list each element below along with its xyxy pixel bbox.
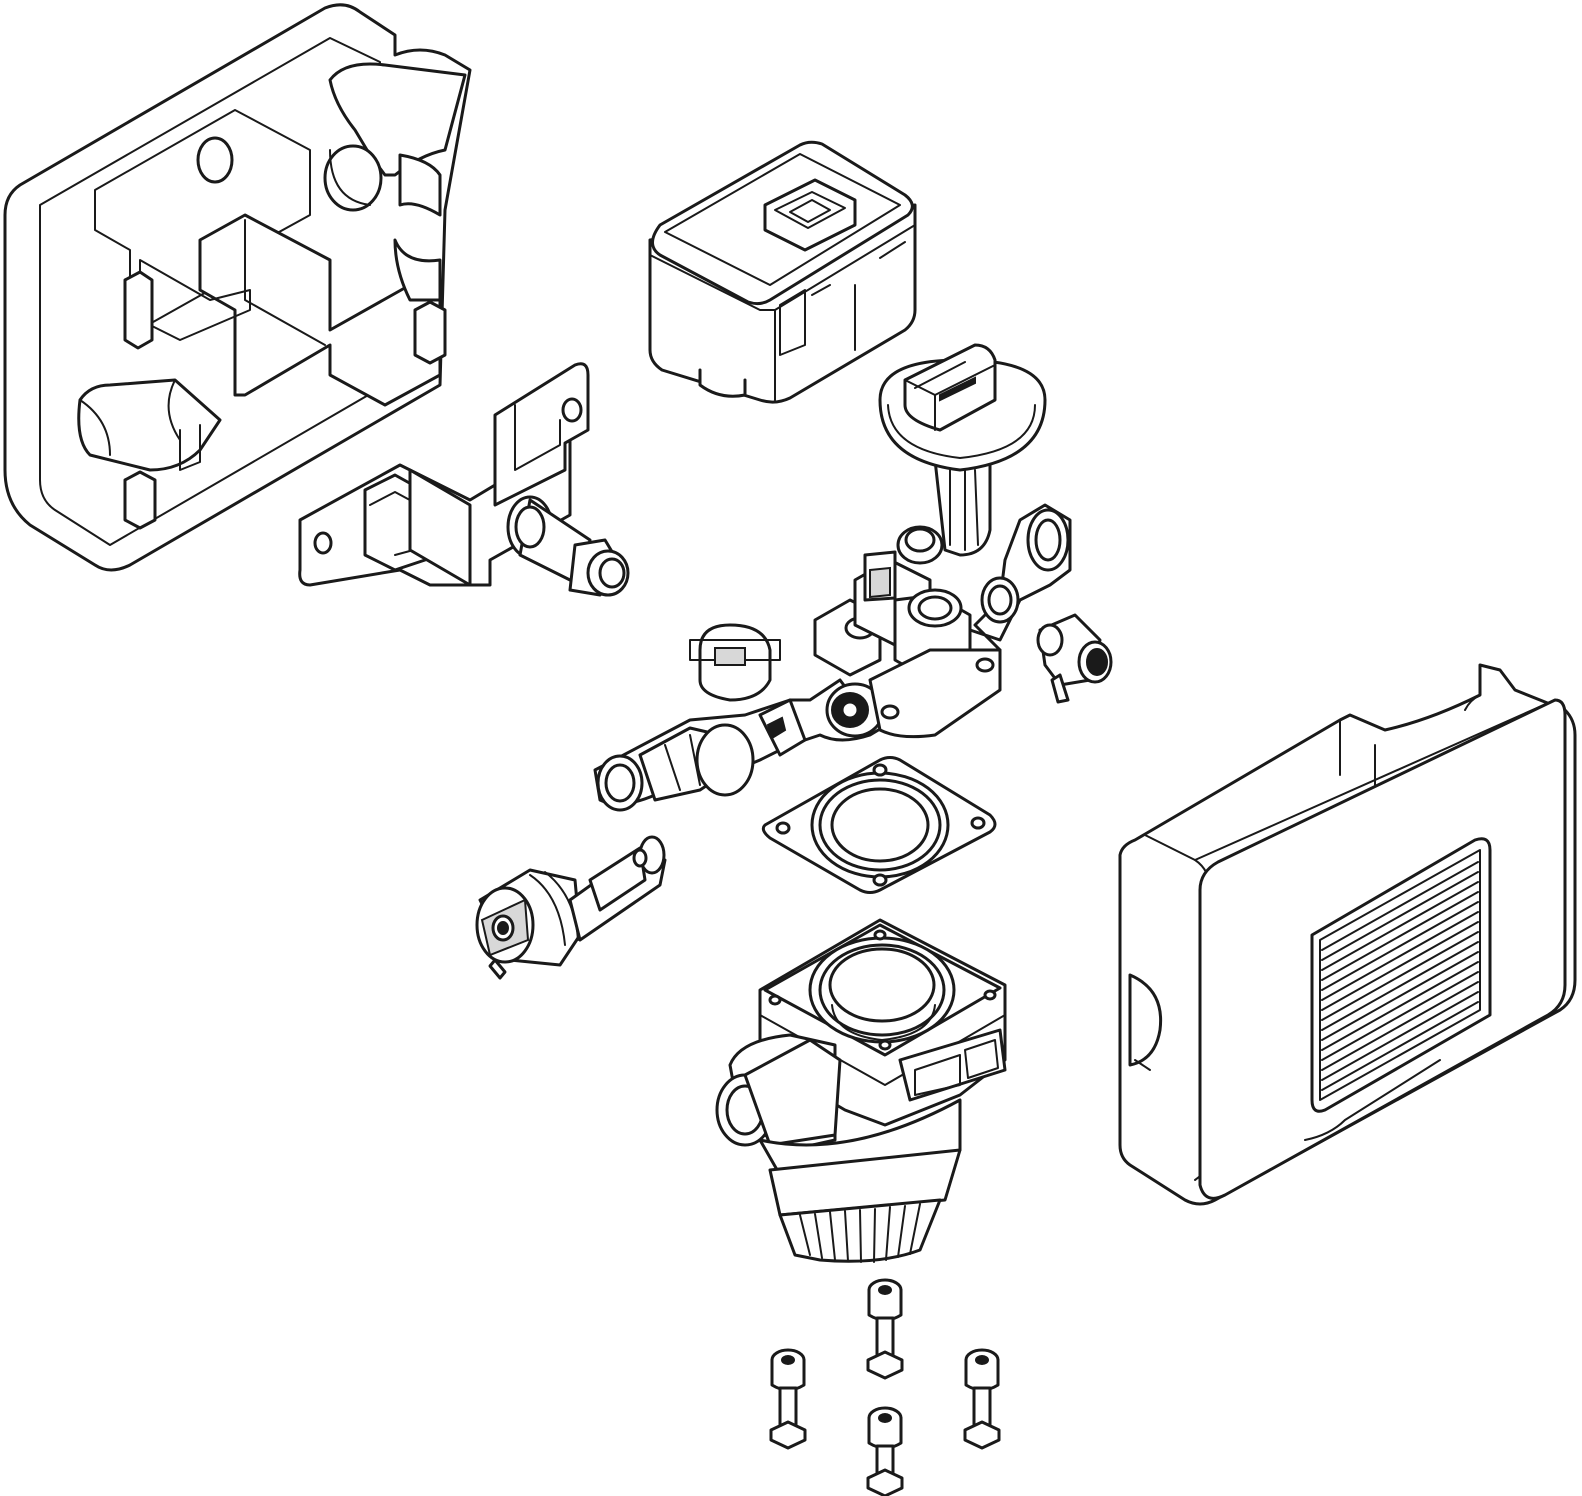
controller-box [648, 140, 917, 404]
cover-vent-slots [1321, 861, 1479, 1091]
bolt-right [963, 1348, 1001, 1450]
bypass-adapter [715, 918, 1007, 1263]
injector-cartridge [475, 835, 667, 980]
bolts [769, 1278, 1001, 1496]
elbow-fitting [1036, 613, 1113, 704]
bolt-bottom [866, 1406, 904, 1496]
bolt-left [769, 1348, 807, 1450]
strainer-ribs [799, 1203, 921, 1263]
mounting-bracket [298, 362, 630, 597]
valve-body [593, 503, 1072, 812]
rear-housing-shell [3, 3, 472, 572]
bolt-top [866, 1278, 904, 1380]
square-gasket [761, 756, 997, 894]
selector-knob [878, 343, 1047, 557]
front-cover [1118, 663, 1577, 1206]
